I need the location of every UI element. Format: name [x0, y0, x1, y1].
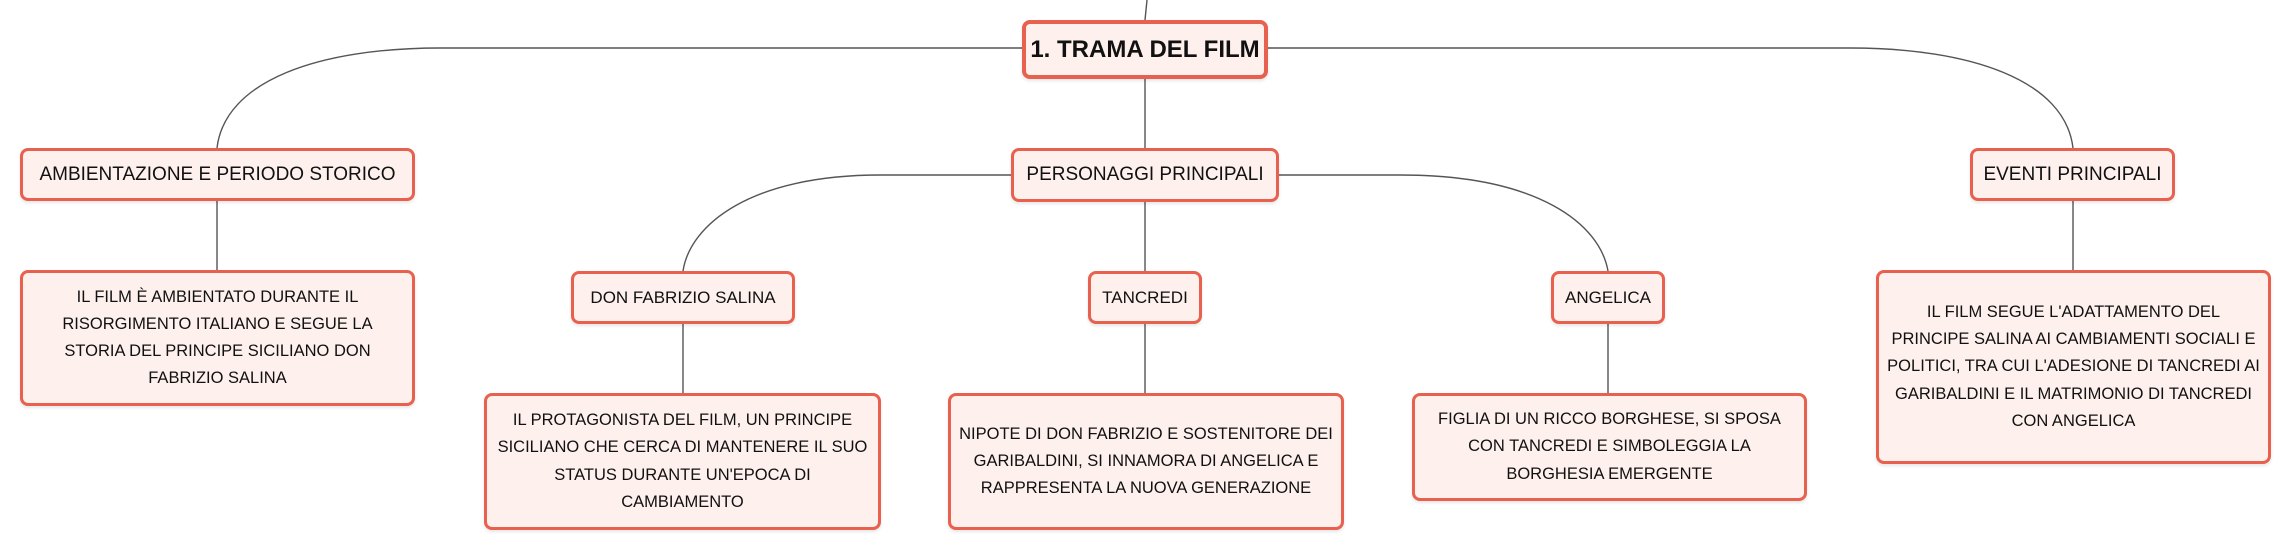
desc-don-fabrizio[interactable]: IL PROTAGONISTA DEL FILM, UN PRINCIPE SI…: [484, 393, 881, 530]
connector-root-to-eventi: [1268, 47, 2074, 149]
angelica-label: ANGELICA: [1565, 287, 1651, 307]
eventi-description: IL FILM SEGUE L'ADATTAMENTO DEL PRINCIPE…: [1887, 302, 2260, 430]
tancredi-label: TANCREDI: [1102, 287, 1188, 307]
node-personaggi[interactable]: PERSONAGGI PRINCIPALI: [1011, 148, 1279, 202]
connector-root-to-ambientazione: [216, 47, 1022, 149]
connector-parent-to-root: [1144, 0, 1148, 21]
desc-eventi[interactable]: IL FILM SEGUE L'ADATTAMENTO DEL PRINCIPE…: [1876, 270, 2271, 464]
ambientazione-description: IL FILM È AMBIENTATO DURANTE IL RISORGIM…: [62, 287, 373, 388]
don-fabrizio-label: DON FABRIZIO SALINA: [590, 287, 776, 307]
eventi-label: EVENTI PRINCIPALI: [1983, 163, 2162, 185]
connector-personaggi-to-don-fabrizio: [682, 174, 1011, 272]
node-don-fabrizio[interactable]: DON FABRIZIO SALINA: [571, 271, 795, 324]
ambientazione-label: AMBIENTAZIONE E PERIODO STORICO: [39, 163, 396, 185]
don-fabrizio-description: IL PROTAGONISTA DEL FILM, UN PRINCIPE SI…: [497, 411, 868, 511]
angelica-description: FIGLIA DI UN RICCO BORGHESE, SI SPOSA CO…: [1438, 410, 1781, 483]
desc-ambientazione[interactable]: IL FILM È AMBIENTATO DURANTE IL RISORGIM…: [20, 270, 415, 406]
node-angelica[interactable]: ANGELICA: [1551, 271, 1665, 324]
node-eventi[interactable]: EVENTI PRINCIPALI: [1970, 148, 2175, 201]
desc-tancredi[interactable]: NIPOTE DI DON FABRIZIO E SOSTENITORE DEI…: [948, 393, 1344, 530]
root-label: 1. TRAMA DEL FILM: [1030, 35, 1260, 63]
connector-personaggi-to-angelica: [1279, 174, 1609, 272]
root-node[interactable]: 1. TRAMA DEL FILM: [1022, 20, 1268, 79]
desc-angelica[interactable]: FIGLIA DI UN RICCO BORGHESE, SI SPOSA CO…: [1412, 393, 1807, 501]
node-ambientazione[interactable]: AMBIENTAZIONE E PERIODO STORICO: [20, 148, 415, 201]
personaggi-label: PERSONAGGI PRINCIPALI: [1026, 164, 1264, 185]
tancredi-description: NIPOTE DI DON FABRIZIO E SOSTENITORE DEI…: [959, 424, 1333, 498]
node-tancredi[interactable]: TANCREDI: [1088, 271, 1202, 324]
